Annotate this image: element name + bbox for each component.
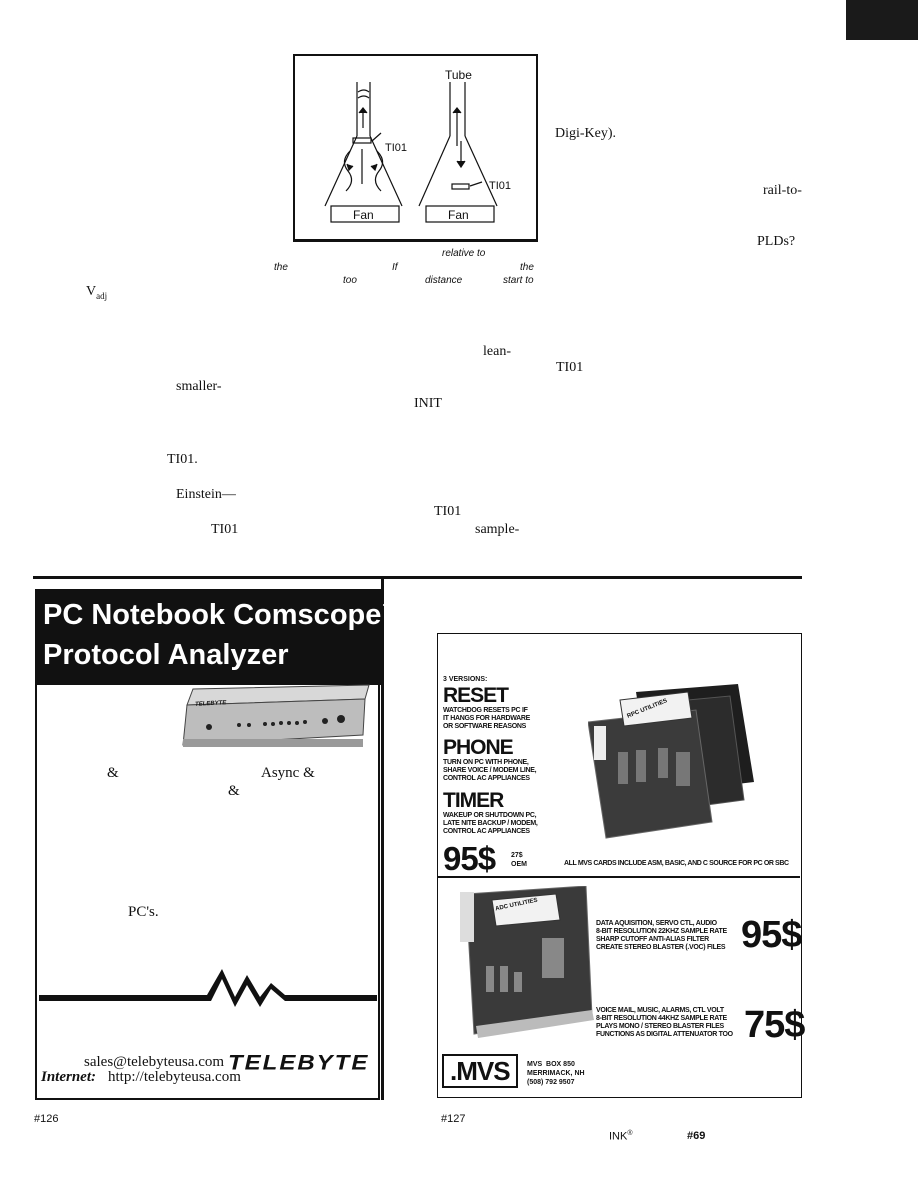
price-main: 95$: [443, 840, 496, 877]
price-voice-card: 75$: [744, 1004, 805, 1046]
telebyte-logo: TELEBYTE: [228, 1050, 370, 1075]
caption-fragment: relative to: [442, 248, 486, 259]
sensor-label-left: TI01: [385, 142, 408, 154]
figure-drawing: [324, 82, 498, 223]
ad-text-fragment: &: [228, 783, 240, 799]
mvs-logo: .MVS: [442, 1054, 518, 1088]
magazine-name: INK®: [609, 1130, 633, 1143]
vadj-symbol: Vadj: [86, 284, 108, 301]
sensor-label-right: TI01: [489, 180, 512, 192]
corner-mark: [846, 0, 918, 40]
voice-card-description: VOICE MAIL, MUSIC, ALARMS, CTL VOLT 8-BI…: [596, 1007, 733, 1038]
body-fragment: Digi-Key).: [555, 126, 617, 141]
versions-label: 3 VERSIONS:: [443, 676, 488, 683]
email-address[interactable]: sales@telebyteusa.com: [84, 1054, 225, 1070]
tube-label: Tube: [445, 68, 472, 82]
ad-text-fragment: Async &: [261, 765, 315, 781]
body-fragment: TI01: [211, 522, 239, 537]
website-link[interactable]: http://telebyteusa.com: [108, 1069, 241, 1085]
ad-divider: [438, 876, 800, 878]
body-fragment: INIT: [414, 396, 442, 411]
body-fragment: PLDs?: [757, 234, 796, 249]
rpc-card-image: [588, 684, 754, 839]
body-fragment: TI01: [556, 360, 584, 375]
fan-tube-figure: Tube TI01 TI01 Fan Fan: [293, 54, 538, 242]
section-rule: [33, 576, 802, 579]
caption-fragment: too: [343, 275, 357, 286]
analyzer-device-image: [182, 684, 370, 747]
ad-text-fragment: PC's.: [128, 904, 159, 920]
caption-fragment: the: [520, 262, 534, 273]
body-fragment: sample-: [475, 522, 520, 537]
body-fragment: smaller-: [176, 379, 222, 394]
all-cards-note: ALL MVS CARDS INCLUDE ASM, BASIC, AND C …: [564, 860, 789, 867]
body-fragment: TI01: [434, 504, 462, 519]
body-fragment: TI01.: [167, 452, 198, 467]
reset-description: WATCHDOG RESETS PC IF IT HANGS FOR HARDW…: [443, 707, 531, 730]
price-audio-card: 95$: [741, 914, 802, 956]
body-fragment: Einstein—: [176, 487, 236, 502]
phone-heading: PHONE: [443, 736, 514, 759]
signal-waveform-graphic: [39, 969, 377, 1007]
fan-label-right: Fan: [448, 208, 469, 222]
mvs-address: MVS BOX 850 MERRIMACK, NH (508) 792 9507: [527, 1061, 585, 1086]
mvs-ad[interactable]: 3 VERSIONS: RESET WATCHDOG RESETS PC IF …: [437, 633, 805, 1098]
ad-title-banner: PC Notebook Comscope™ Protocol Analyzer: [35, 589, 410, 685]
column-rule: [381, 576, 384, 1100]
adc-card-image: [460, 886, 594, 1038]
audio-card-description: DATA AQUISITION, SERVO CTL, AUDIO 8-BIT …: [596, 920, 727, 951]
reader-service-ref-left: #126: [34, 1113, 59, 1125]
oem-label: OEM: [511, 861, 527, 868]
ad-title-line-2: Protocol Analyzer: [43, 639, 289, 671]
body-fragment: rail-to-: [763, 183, 802, 198]
ad-frame: [35, 685, 380, 1100]
oem-price: 27$: [511, 852, 523, 859]
timer-heading: TIMER: [443, 789, 504, 812]
ad-text-fragment: &: [107, 765, 119, 781]
reader-service-ref-ink: #69: [687, 1130, 706, 1142]
reader-service-ref-right: #127: [441, 1113, 466, 1125]
caption-fragment: the: [274, 262, 288, 273]
reset-heading: RESET: [443, 684, 509, 707]
caption-fragment: start to: [503, 275, 534, 286]
internet-label: Internet:: [41, 1069, 97, 1085]
telebyte-ad[interactable]: PC Notebook Comscope™ Protocol Analyzer …: [35, 579, 410, 1100]
fan-label-left: Fan: [353, 208, 374, 222]
ad-title-line-1: PC Notebook Comscope™: [43, 599, 411, 631]
caption-fragment: If: [392, 262, 398, 273]
timer-description: WAKEUP OR SHUTDOWN PC, LATE NITE BACKUP …: [443, 812, 538, 835]
caption-fragment: distance: [425, 275, 463, 286]
body-fragment: lean-: [483, 344, 511, 359]
phone-description: TURN ON PC WITH PHONE, SHARE VOICE / MOD…: [443, 759, 537, 782]
